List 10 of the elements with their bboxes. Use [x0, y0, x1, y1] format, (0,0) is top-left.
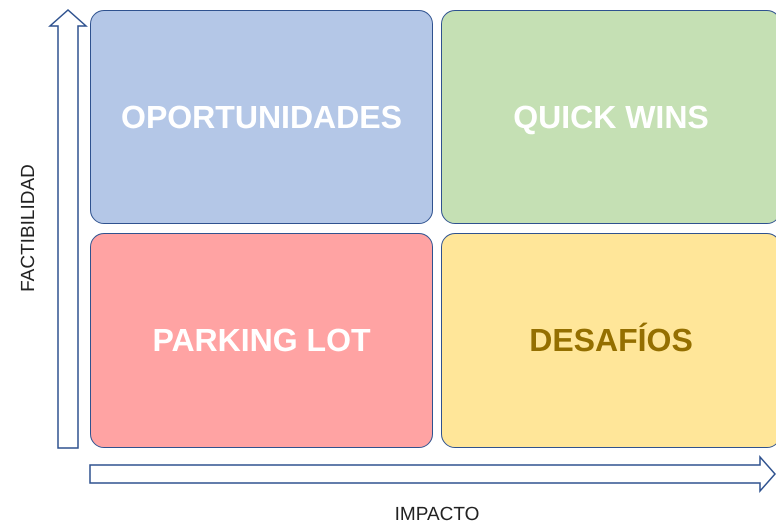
quadrant-box [90, 10, 433, 224]
quadrant-title: PARKING LOT [152, 322, 371, 359]
axis-label: FACTIBILIDAD [18, 164, 40, 292]
quadrant-title: DESAFÍOS [529, 322, 693, 359]
quadrant-box [441, 10, 776, 224]
quadrant-box [441, 233, 776, 448]
quadrant-title: QUICK WINS [513, 98, 709, 136]
axis-label: IMPACTO [394, 504, 480, 526]
quadrant-title: OPORTUNIDADES [121, 98, 402, 136]
quadrant-box [90, 233, 433, 448]
